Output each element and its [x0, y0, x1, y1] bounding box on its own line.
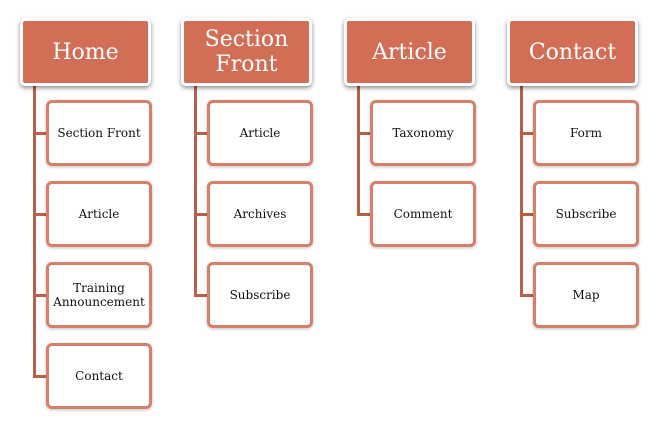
node-item: Subscribe	[520, 181, 639, 247]
node-label: Map	[533, 262, 639, 328]
node-label: Subscribe	[533, 181, 639, 247]
node-item: Article	[33, 181, 152, 247]
node-item: Section Front	[33, 100, 152, 166]
branch-line	[357, 213, 371, 216]
branch-line	[357, 132, 371, 135]
branch-line	[520, 213, 534, 216]
node-label: Contact	[46, 343, 152, 409]
branch-line	[33, 294, 47, 297]
node-label: Taxonomy	[370, 100, 476, 166]
node-label: Section Front	[46, 100, 152, 166]
node-item: Form	[520, 100, 639, 166]
branch-line	[33, 375, 47, 378]
column-header: Article	[344, 18, 475, 86]
connector-line	[194, 86, 197, 296]
column-header: Contact	[507, 18, 638, 86]
node-label: Article	[207, 100, 313, 166]
connector-line	[520, 86, 523, 296]
connector-line	[33, 86, 36, 377]
node-item: Training Announcement	[33, 262, 152, 328]
node-item: Archives	[194, 181, 313, 247]
branch-line	[33, 213, 47, 216]
node-item: Contact	[33, 343, 152, 409]
node-label: Archives	[207, 181, 313, 247]
branch-line	[520, 132, 534, 135]
node-item: Subscribe	[194, 262, 313, 328]
branch-line	[520, 294, 534, 297]
node-label: Article	[46, 181, 152, 247]
column-header: Section Front	[181, 18, 312, 86]
node-label: Form	[533, 100, 639, 166]
branch-line	[194, 132, 208, 135]
branch-line	[194, 213, 208, 216]
branch-line	[33, 132, 47, 135]
node-item: Map	[520, 262, 639, 328]
branch-line	[194, 294, 208, 297]
column-header: Home	[20, 18, 151, 86]
node-item: Comment	[357, 181, 476, 247]
node-item: Taxonomy	[357, 100, 476, 166]
node-item: Article	[194, 100, 313, 166]
node-label: Subscribe	[207, 262, 313, 328]
node-label: Comment	[370, 181, 476, 247]
connector-line	[357, 86, 360, 215]
node-label: Training Announcement	[46, 262, 152, 328]
